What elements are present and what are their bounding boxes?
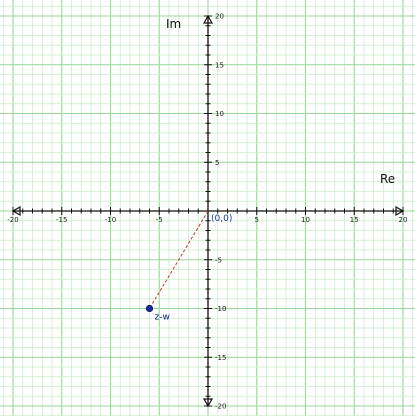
x-tick-label: -20 [7, 216, 18, 224]
x-tick-label: 20 [399, 216, 408, 224]
data-point-label: z-w [155, 313, 170, 323]
real-axis-arrow-right [395, 205, 405, 217]
x-tick-label: -10 [105, 216, 116, 224]
y-tick-label: 10 [215, 110, 224, 118]
x-tick-label: 15 [350, 216, 359, 224]
real-axis-label: Re [380, 172, 395, 186]
y-tick-label: -5 [215, 256, 222, 264]
imaginary-axis-arrow-bottom [202, 398, 214, 408]
y-tick-label: 5 [215, 159, 219, 167]
y-tick-label: 20 [215, 13, 224, 21]
origin-label: (0,0) [211, 214, 232, 224]
imaginary-axis-arrow-top [202, 14, 214, 24]
tick-labels: -20 -15 -10 -5 5 10 15 20 -20 -15 -10 -5 5 10 15 20 [7, 13, 407, 411]
x-tick-label: 5 [255, 216, 259, 224]
segment-origin-to-point [149, 210, 209, 309]
x-tick-label: -5 [156, 216, 163, 224]
data-layer: z-w [145, 210, 209, 323]
x-tick-label: -15 [56, 216, 67, 224]
tick-marks [12, 15, 404, 407]
real-axis-arrow-left [11, 205, 21, 217]
y-tick-label: -10 [215, 305, 226, 313]
y-tick-label: -15 [215, 354, 226, 362]
x-tick-label: 10 [301, 216, 310, 224]
data-point [145, 304, 154, 313]
y-tick-label: 15 [215, 61, 224, 69]
y-tick-label: -20 [215, 403, 226, 411]
imaginary-axis-label: Im [166, 17, 181, 31]
